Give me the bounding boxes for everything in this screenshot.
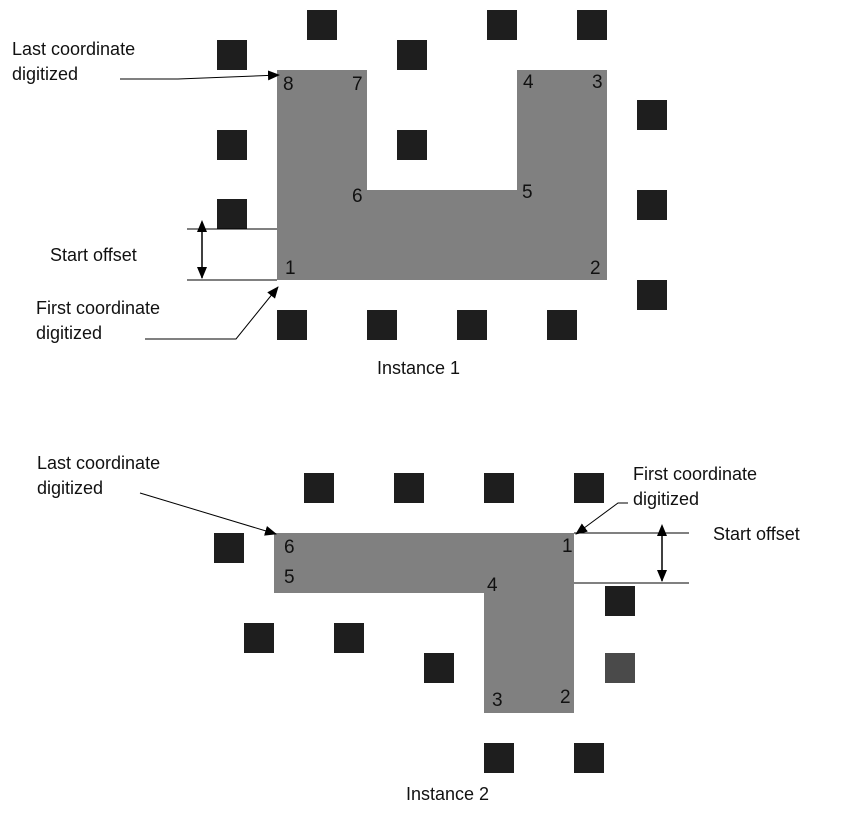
block	[397, 130, 427, 160]
block	[304, 473, 334, 503]
block	[457, 310, 487, 340]
start-offset-label: Start offset	[50, 245, 137, 265]
vertex-label: 6	[284, 537, 295, 558]
vertex-label: 1	[285, 258, 296, 279]
instance-caption: Instance 1	[377, 358, 460, 378]
block	[484, 743, 514, 773]
last-coordinate-leader	[139, 492, 277, 536]
instance-1-blocks	[217, 10, 667, 340]
last-coordinate-label: digitized	[12, 64, 78, 84]
vertex-label: 2	[590, 258, 601, 279]
instance-caption: Instance 2	[406, 784, 489, 804]
block	[637, 280, 667, 310]
last-coordinate-label: Last coordinate	[12, 39, 135, 59]
vertex-label: 2	[560, 687, 571, 708]
vertex-label: 5	[284, 567, 295, 588]
instance-2-blocks	[214, 473, 635, 773]
block	[277, 310, 307, 340]
last-coordinate-label: digitized	[37, 478, 103, 498]
vertex-label: 5	[522, 182, 533, 203]
first-coordinate-leader	[145, 286, 279, 340]
first-coordinate-label: digitized	[633, 489, 699, 509]
vertex-label: 1	[562, 536, 573, 557]
vertex-label: 6	[352, 186, 363, 207]
block	[217, 199, 247, 229]
vertex-label: 7	[352, 74, 363, 95]
block	[307, 10, 337, 40]
last-coordinate-label: Last coordinate	[37, 453, 160, 473]
block	[244, 623, 274, 653]
block	[217, 40, 247, 70]
first-coordinate-label: First coordinate	[633, 464, 757, 484]
block	[217, 130, 247, 160]
block	[484, 473, 514, 503]
instance-2-shape	[274, 533, 574, 713]
block	[574, 743, 604, 773]
block	[577, 10, 607, 40]
block	[397, 40, 427, 70]
block	[487, 10, 517, 40]
block	[547, 310, 577, 340]
block	[424, 653, 454, 683]
instance-1-shape	[277, 70, 607, 280]
block	[394, 473, 424, 503]
block	[574, 473, 604, 503]
block	[605, 586, 635, 616]
block	[637, 190, 667, 220]
start-offset-label: Start offset	[713, 524, 800, 544]
vertex-label: 4	[487, 575, 498, 596]
block	[637, 100, 667, 130]
instance-2: Last coordinate digitized First coordina…	[37, 453, 800, 804]
block	[367, 310, 397, 340]
vertex-label: 3	[592, 72, 603, 93]
first-coordinate-label: First coordinate	[36, 298, 160, 318]
first-coordinate-leader	[575, 502, 628, 535]
vertex-label: 8	[283, 74, 294, 95]
block-alt	[605, 653, 635, 683]
block	[214, 533, 244, 563]
last-coordinate-leader	[120, 70, 280, 81]
vertex-label: 3	[492, 690, 503, 711]
block	[334, 623, 364, 653]
vertex-label: 4	[523, 72, 534, 93]
first-coordinate-label: digitized	[36, 323, 102, 343]
instance-1: Last coordinate digitized Start offset F…	[12, 10, 667, 378]
